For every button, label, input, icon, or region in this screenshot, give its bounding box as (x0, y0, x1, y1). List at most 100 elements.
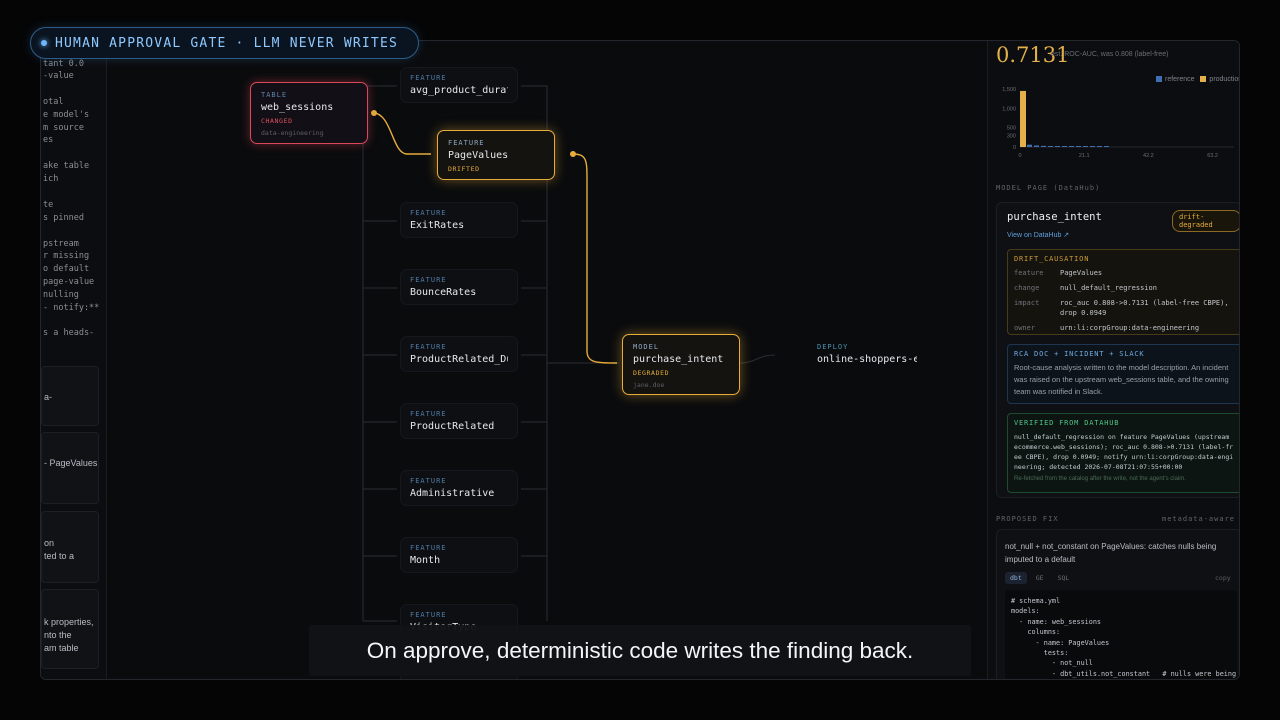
rca-incident-card: RCA DOC + INCIDENT + SLACK Root-cause an… (1007, 344, 1239, 404)
legend-label: production (1209, 76, 1240, 83)
node-kind: DEPLOY (817, 343, 849, 351)
node-label: avg_product_durat… (410, 85, 508, 96)
left-fragment: -value (43, 71, 74, 81)
edge-model-deploy (738, 354, 776, 364)
node-feature[interactable]: FEATURE BounceRates (400, 269, 518, 305)
node-owner: jane.doe (633, 381, 665, 389)
tab-dbt[interactable]: dbt (1005, 572, 1027, 584)
drift-value: urn:li:corpGroup:data-engineering (1060, 324, 1200, 332)
roc-auc-note: est. ROC-AUC, was 0.808 (label-free) (1051, 51, 1169, 58)
node-label: web_sessions (261, 102, 334, 113)
lineage-edges (333, 85, 776, 622)
node-feature[interactable]: FEATURE Administrative (400, 470, 518, 506)
histogram-y-tick: 1,500 (1002, 87, 1016, 93)
left-fragment: o default (43, 264, 90, 274)
histogram-bar-reference (1069, 146, 1074, 147)
node-label: ExitRates (410, 220, 465, 231)
proposed-fix-section-right: metadata-aware code-g (1162, 515, 1239, 523)
left-card-text: a- (44, 392, 53, 402)
node-kind: FEATURE (410, 74, 447, 82)
left-fragment: - notify:** (43, 303, 100, 313)
node-feature[interactable]: FEATURE ExitRates (400, 202, 518, 238)
node-kind: FEATURE (410, 611, 447, 619)
node-table-web-sessions[interactable]: TABLE web_sessions CHANGED data-engineer… (250, 82, 368, 144)
left-fragment: s a heads- (43, 328, 95, 338)
model-page-card: purchase_intent drift-degraded View on D… (996, 202, 1239, 498)
view-on-datahub-link[interactable]: View on DataHub ↗ (1007, 232, 1070, 239)
tab-ge[interactable]: GE (1035, 574, 1044, 582)
node-kind: FEATURE (410, 544, 447, 552)
node-feature[interactable]: FEATURE avg_product_durat… (400, 67, 518, 103)
app-window: tant 0.0 -value otal e model's m source … (40, 40, 1240, 680)
left-card[interactable]: a- (41, 366, 99, 426)
proposed-fix-section-title: PROPOSED FIX (996, 515, 1059, 523)
node-kind: FEATURE (410, 343, 447, 351)
histogram-bar-reference (1048, 146, 1053, 147)
histogram-bar-reference (1027, 144, 1032, 147)
left-card[interactable]: on ted to a (41, 511, 99, 583)
histogram-bar-reference (1041, 145, 1046, 147)
drift-causation-title: DRIFT_CAUSATION (1014, 255, 1090, 263)
legend-label: reference (1165, 76, 1195, 83)
node-feature[interactable]: FEATURE ProductRelated (400, 403, 518, 439)
right-panel[interactable]: 0.7131 est. ROC-AUC, was 0.808 (label-fr… (987, 41, 1240, 679)
drift-value: PageValues (1060, 269, 1103, 277)
model-name: purchase_intent (1007, 211, 1102, 223)
histogram-y-tick: 500 (1007, 126, 1016, 132)
drift-degraded-badge: drift-degraded (1172, 210, 1239, 232)
approval-gate-label: HUMAN APPROVAL GATE · LLM NEVER WRITES (55, 35, 399, 51)
edge-drift-pagevalues-model (572, 153, 618, 364)
left-panel: tant 0.0 -value otal e model's m source … (41, 41, 107, 679)
model-page-section-title: MODEL PAGE (DataHub) (996, 184, 1101, 192)
node-feature-pagevalues[interactable]: FEATURE PageValues DRIFTED (437, 130, 555, 180)
node-status: DEGRADED (633, 369, 670, 377)
node-deploy[interactable]: DEPLOY online-shoppers-e… (807, 335, 927, 371)
left-card[interactable]: k properties, nto the am table (41, 589, 99, 669)
left-card-text: on (44, 538, 55, 548)
node-kind: FEATURE (448, 139, 485, 147)
node-status: DRIFTED (448, 165, 480, 173)
left-card-text: k properties, (44, 617, 94, 627)
histogram-y-tick: 300 (1007, 133, 1016, 139)
drift-causation-card: DRIFT_CAUSATION feature PageValues change… (1007, 249, 1239, 335)
node-kind: MODEL (633, 343, 660, 351)
lineage-canvas[interactable]: TABLE web_sessions CHANGED data-engineer… (107, 41, 987, 679)
node-label: BounceRates (410, 287, 477, 298)
roc-auc-score: 0.7131 (996, 43, 1070, 67)
verified-card: VERIFIED FROM DATAHUB null_default_regre… (1007, 413, 1239, 493)
proposed-fix-card: not_null + not_constant on PageValues: c… (996, 529, 1239, 679)
left-fragment: pstream (43, 239, 79, 249)
left-card-text: am table (44, 643, 79, 653)
tab-sql[interactable]: SQL (1057, 574, 1070, 582)
fix-code-block: # schema.yml models: - name: web_session… (1005, 590, 1237, 679)
left-fragment: ake table (43, 161, 90, 171)
fix-description: not_null + not_constant on PageValues: c… (1005, 542, 1217, 564)
histogram-x-tick: 21.1 (1079, 153, 1090, 159)
left-fragment: tant 0.0 (43, 59, 84, 69)
drift-value: null_default_regression (1060, 284, 1157, 292)
left-fragment: otal (43, 97, 64, 107)
node-label: ProductRelated (410, 421, 495, 432)
node-feature[interactable]: FEATURE Month (400, 537, 518, 573)
node-kind: FEATURE (410, 678, 508, 679)
histogram-bar-reference (1076, 146, 1081, 147)
copy-button[interactable]: copy (1215, 574, 1231, 582)
left-card-text: - PageValues (44, 458, 98, 468)
histogram-bar-reference (1090, 146, 1095, 147)
drift-port-dot (570, 151, 576, 157)
drift-key: feature (1014, 269, 1044, 277)
node-model-purchase-intent[interactable]: MODEL purchase_intent DEGRADED jane.doe (622, 334, 740, 395)
histogram-bar-reference (1034, 145, 1039, 147)
left-fragment: r missing (43, 251, 90, 261)
legend-swatch-production (1200, 76, 1207, 83)
left-fragment: ich (43, 174, 59, 184)
drift-row: feature PageValues (1014, 268, 1236, 278)
verified-title: VERIFIED FROM DATAHUB (1014, 419, 1120, 427)
left-fragment: s pinned (43, 213, 84, 223)
node-feature[interactable]: FEATURE ProductRelated_Du… (400, 336, 518, 372)
histogram-y-tick: 0 (1013, 145, 1016, 151)
left-card[interactable]: - PageValues (41, 432, 99, 504)
histogram-y-tick: 1,000 (1002, 106, 1016, 112)
